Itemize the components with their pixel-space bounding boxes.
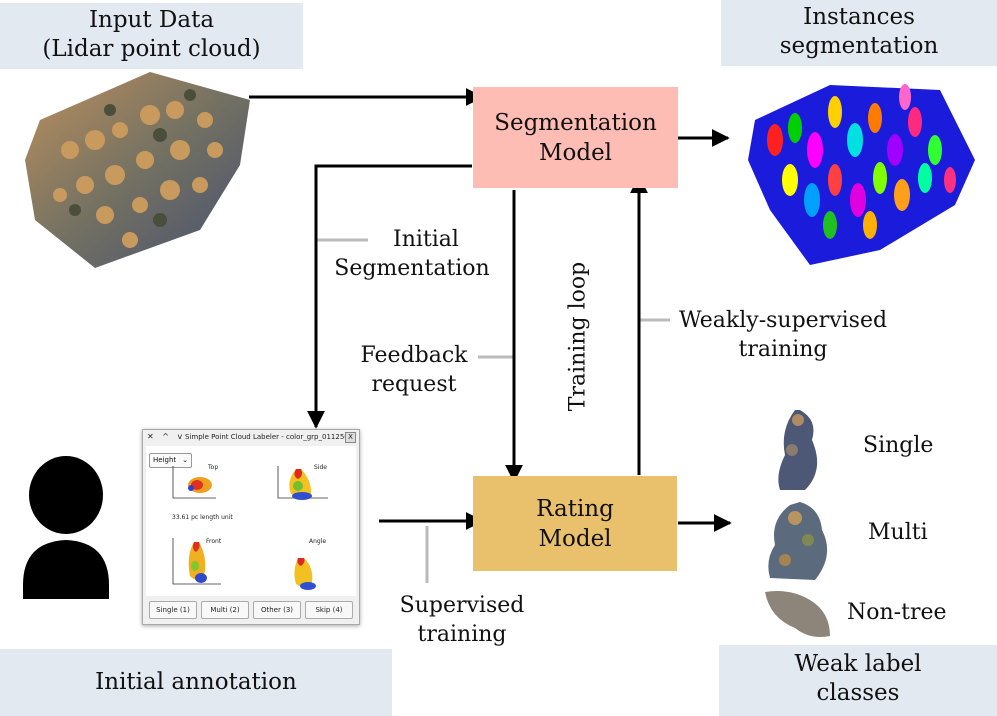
other-button[interactable]: Other (3) xyxy=(253,601,301,619)
labeler-views xyxy=(172,466,328,590)
close-icon[interactable]: X xyxy=(345,432,356,443)
leader-lines xyxy=(316,238,670,583)
labeler-window[interactable]: ✕ ^ v Simple Point Cloud Labeler - color… xyxy=(142,429,360,625)
front-view-cloud xyxy=(188,542,207,583)
window-controls-icon[interactable]: ✕ ^ v xyxy=(147,432,186,441)
angle-view-cloud xyxy=(294,558,316,590)
instances-line2: segmentation xyxy=(779,33,939,59)
initial-segmentation-line2: Segmentation xyxy=(334,256,490,281)
view-top-label: Top xyxy=(208,464,219,471)
single-tree-sample xyxy=(778,410,818,490)
labeler-title: Simple Point Cloud Labeler - color_grp_0… xyxy=(185,433,349,441)
instances-line1: Instances xyxy=(803,4,915,30)
weak-label-classes-label: Weak label classes xyxy=(719,645,997,716)
segmentation-model-line1: Segmentation xyxy=(494,109,657,136)
weakly-supervised-label: Weakly-supervised training xyxy=(669,306,897,364)
skip-button[interactable]: Skip (4) xyxy=(305,601,353,619)
rating-model-box: Rating Model xyxy=(473,476,677,571)
supervised-training-line2: training xyxy=(417,622,507,647)
class-single: Single xyxy=(863,433,934,458)
person-icon xyxy=(23,456,109,599)
multi-button[interactable]: Multi (2) xyxy=(201,601,249,619)
supervised-training-label: Supervised training xyxy=(390,591,534,649)
view-angle-label: Angle xyxy=(309,538,327,545)
side-view-cloud xyxy=(289,469,312,500)
input-data-label: Input Data (Lidar point cloud) xyxy=(0,3,303,69)
weak-label-line1: Weak label xyxy=(794,651,922,677)
labeler-plot-area: Height ⌄ xyxy=(146,446,356,596)
class-multi: Multi xyxy=(868,520,928,545)
scale-note: 33.61 pc length unit xyxy=(172,514,233,521)
arrow-initial-segmentation xyxy=(307,164,472,429)
supervised-training-line1: Supervised xyxy=(399,593,525,618)
feedback-request-line1: Feedback xyxy=(360,343,468,368)
single-button[interactable]: Single (1) xyxy=(149,601,197,619)
segmentation-model-line2: Model xyxy=(538,139,613,166)
multi-tree-sample xyxy=(768,502,828,580)
labeler-title-bar[interactable]: ✕ ^ v Simple Point Cloud Labeler - color… xyxy=(143,430,359,444)
segmentation-model-box: Segmentation Model xyxy=(473,87,678,188)
color-by-select[interactable]: Height ⌄ xyxy=(149,453,192,468)
non-tree-sample xyxy=(765,591,830,637)
feedback-request-line2: request xyxy=(371,372,457,397)
instances-segmentation-label: Instances segmentation xyxy=(721,0,997,66)
color-by-value: Height xyxy=(153,456,177,464)
input-data-line2: (Lidar point cloud) xyxy=(42,36,261,62)
instances-point-cloud xyxy=(748,84,975,265)
top-view-cloud xyxy=(188,477,212,493)
initial-segmentation-line1: Initial xyxy=(393,227,459,252)
initial-segmentation-label: Initial Segmentation xyxy=(326,225,498,283)
chevron-down-icon: ⌄ xyxy=(182,456,188,464)
initial-annotation-text: Initial annotation xyxy=(95,669,297,695)
class-non-tree: Non-tree xyxy=(847,600,947,625)
initial-annotation-label: Initial annotation xyxy=(0,649,392,716)
view-front-label: Front xyxy=(206,538,222,545)
training-loop-label: Training loop xyxy=(565,261,591,412)
input-point-cloud xyxy=(25,72,250,268)
rating-model-line1: Rating xyxy=(536,495,614,522)
arrows xyxy=(249,88,732,532)
input-data-line1: Input Data xyxy=(88,7,215,33)
view-side-label: Side xyxy=(314,464,327,471)
weakly-supervised-line2: training xyxy=(738,337,828,362)
feedback-request-label: Feedback request xyxy=(352,341,476,399)
weakly-supervised-line1: Weakly-supervised xyxy=(678,308,888,333)
weak-label-line2: classes xyxy=(816,680,900,706)
rating-model-line2: Model xyxy=(538,525,612,552)
